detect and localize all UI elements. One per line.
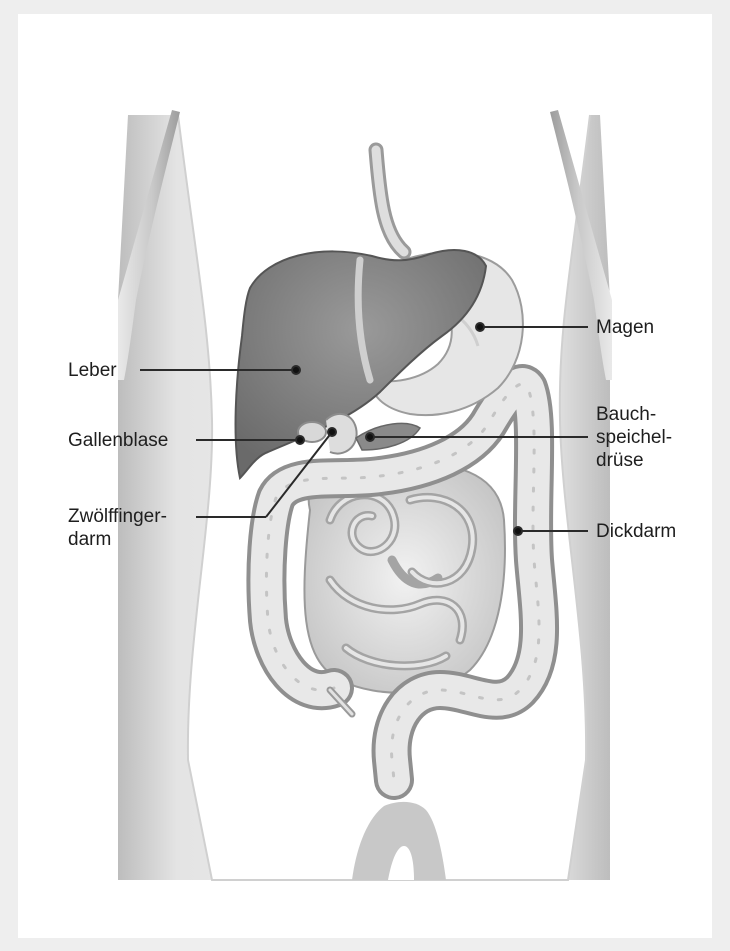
label-dickdarm: Dickdarm xyxy=(596,520,676,543)
label-magen: Magen xyxy=(596,316,654,339)
label-leber: Leber xyxy=(68,359,117,382)
label-gallenblase: Gallenblase xyxy=(68,429,168,452)
label-bauchspeicheldruese: Bauch- speichel- drüse xyxy=(596,403,672,472)
label-zwoelffingerdarm: Zwölffinger- darm xyxy=(68,505,167,551)
